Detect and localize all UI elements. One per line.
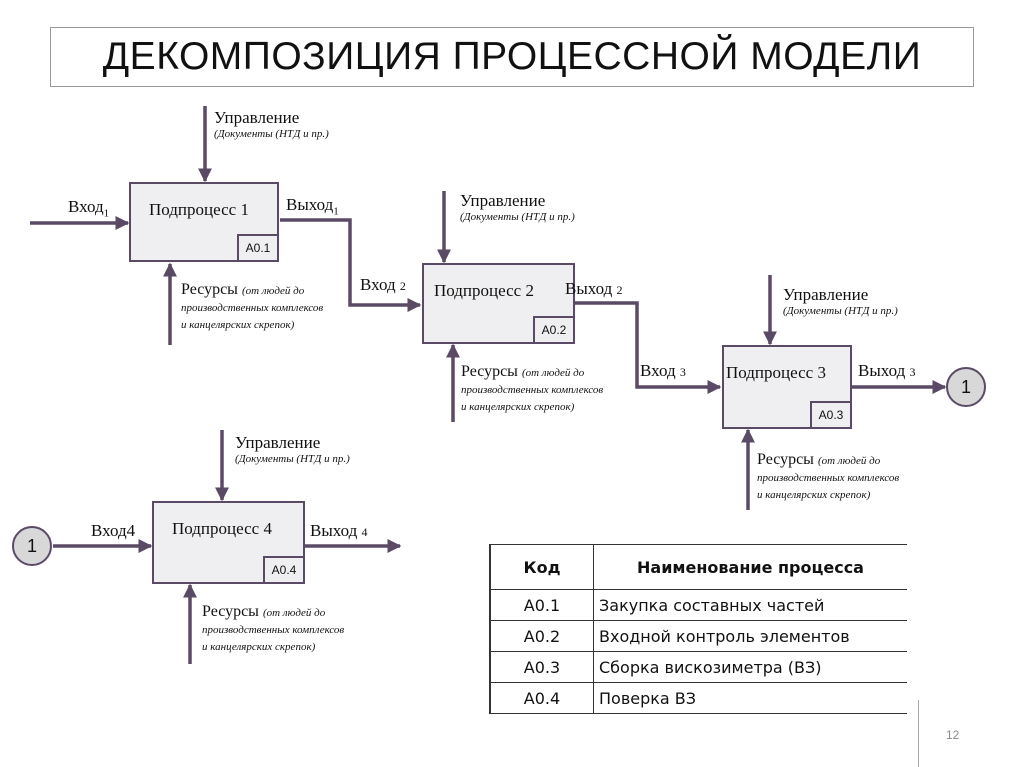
- cell-name: Сборка вискозиметра (ВЗ): [593, 651, 907, 683]
- column-header-code: Код: [489, 544, 594, 590]
- p3-resources-label: Ресурсы (от людей до производственных ко…: [757, 451, 900, 502]
- p4-input-label: Вход4: [91, 521, 136, 540]
- cell-code: А0.3: [489, 651, 594, 683]
- process-box-3: Подпроцесс 3 А0.3: [722, 345, 852, 429]
- process-name: Подпроцесс 1: [149, 200, 249, 219]
- cell-code: А0.4: [489, 682, 594, 714]
- table-row: А0.2 Входной контроль элементов: [489, 620, 907, 652]
- process-name: Подпроцесс 3: [726, 363, 826, 382]
- p2-output-to-p3-arrow: [575, 301, 722, 394]
- slide-title-frame: ДЕКОМПОЗИЦИЯ ПРОЦЕССНОЙ МОДЕЛИ: [50, 27, 974, 87]
- table-row: А0.3 Сборка вискозиметра (ВЗ): [489, 651, 907, 683]
- p3-control-label: Управление (Документы (НТД и пр.): [783, 285, 898, 317]
- table-header-row: Код Наименование процесса: [489, 544, 907, 590]
- p4-control-label: Управление (Документы (НТД и пр.): [235, 433, 350, 465]
- connector-out: 1: [946, 367, 986, 407]
- p4-resources-label: Ресурсы (от людей до производственных ко…: [202, 603, 345, 654]
- p1-output-label: Выход1: [286, 195, 339, 218]
- p1-resources-label: Ресурсы (от людей до производственных ко…: [181, 281, 324, 332]
- process-code-table: Код Наименование процесса А0.1 Закупка с…: [489, 544, 907, 714]
- process-name: Подпроцесс 2: [434, 281, 534, 300]
- p4-output-label: Выход 4: [310, 521, 368, 540]
- cell-code: А0.2: [489, 620, 594, 652]
- p1-control-label: Управление (Документы (НТД и пр.): [214, 108, 329, 140]
- p2-resources-label: Ресурсы (от людей до производственных ко…: [461, 363, 604, 414]
- p2-output-label: Выход 2: [565, 279, 623, 298]
- p2-control-label: Управление (Документы (НТД и пр.): [460, 191, 575, 223]
- p3-input-label: Вход 3: [640, 361, 686, 380]
- table-row: А0.4 Поверка ВЗ: [489, 682, 907, 714]
- footer-divider: [918, 700, 919, 767]
- process-code: А0.2: [533, 316, 575, 344]
- column-header-name: Наименование процесса: [593, 544, 907, 590]
- process-code: А0.3: [810, 401, 852, 429]
- p2-input-label: Вход 2: [360, 275, 406, 294]
- cell-name: Закупка составных частей: [593, 589, 907, 621]
- cell-name: Поверка ВЗ: [593, 682, 907, 714]
- p3-output-label: Выход 3: [858, 361, 916, 380]
- connector-in: 1: [12, 526, 52, 566]
- table-row: А0.1 Закупка составных частей: [489, 589, 907, 621]
- cell-code: А0.1: [489, 589, 594, 621]
- process-name: Подпроцесс 4: [172, 519, 272, 538]
- slide-title: ДЕКОМПОЗИЦИЯ ПРОЦЕССНОЙ МОДЕЛИ: [102, 35, 922, 78]
- process-box-1: Подпроцесс 1 А0.1: [129, 182, 279, 262]
- process-code: А0.1: [237, 234, 279, 262]
- process-box-4: Подпроцесс 4 А0.4: [152, 501, 305, 584]
- process-box-2: Подпроцесс 2 А0.2: [422, 263, 575, 344]
- p1-output-to-p2-arrow: [280, 218, 422, 312]
- process-code: А0.4: [263, 556, 305, 584]
- p1-input-label: Вход1: [68, 197, 110, 220]
- page-number: 12: [946, 728, 960, 742]
- cell-name: Входной контроль элементов: [593, 620, 907, 652]
